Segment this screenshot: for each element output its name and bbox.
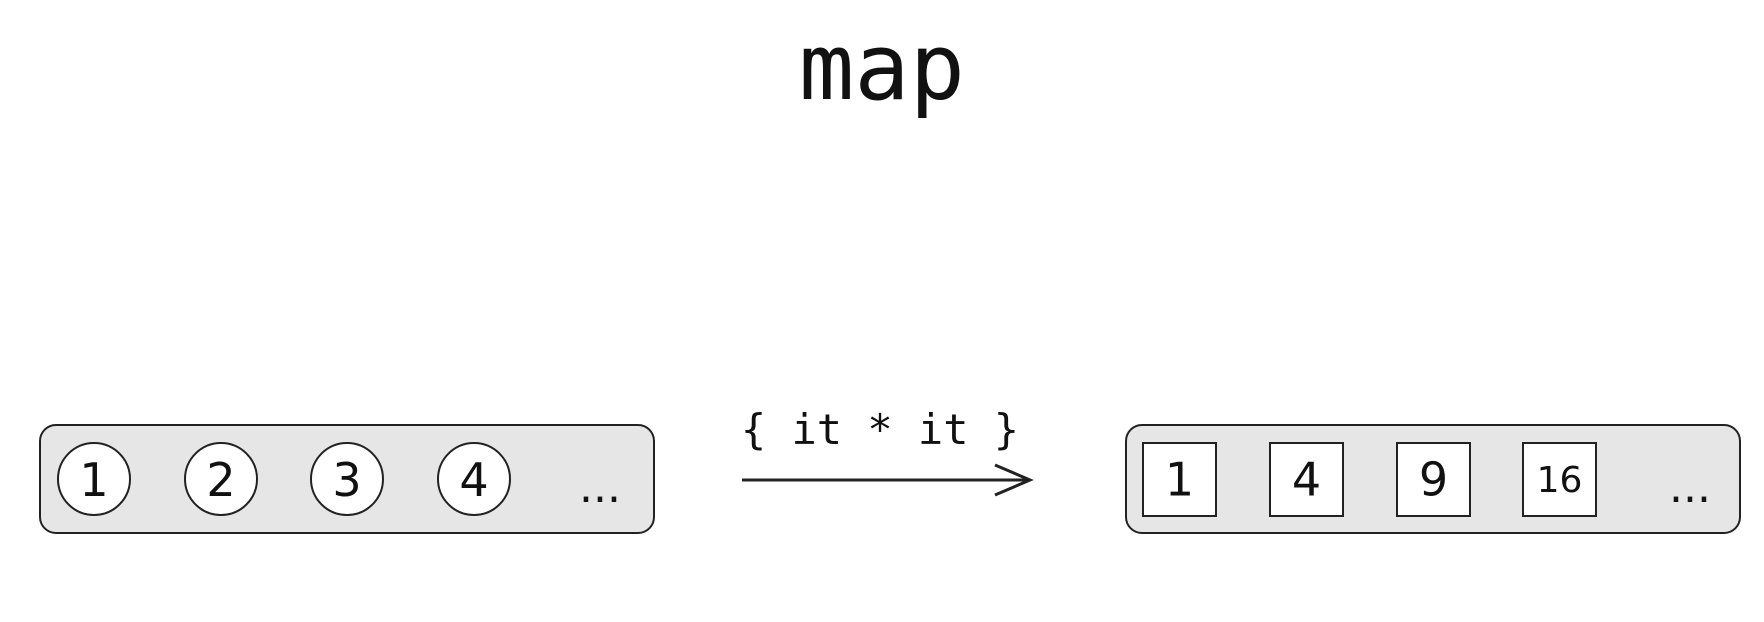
input-element: 4	[437, 442, 511, 516]
input-element-label: 3	[332, 453, 361, 507]
output-element-label: 4	[1292, 453, 1321, 507]
output-items: 1 4 9 16	[1142, 442, 1597, 517]
output-element-box	[1522, 442, 1597, 517]
output-ellipsis: ...	[1669, 462, 1711, 513]
output-element: 1	[1142, 442, 1217, 517]
input-element: 3	[310, 442, 384, 516]
input-element-circle	[57, 442, 131, 516]
output-element-box	[1396, 442, 1471, 517]
input-element-circle	[184, 442, 258, 516]
input-element: 2	[184, 442, 258, 516]
output-element: 9	[1396, 442, 1471, 517]
output-element: 4	[1269, 442, 1344, 517]
arrow	[742, 463, 1034, 497]
input-element-circle	[310, 442, 384, 516]
output-element-box	[1142, 442, 1217, 517]
input-items: 1 2 3 4	[57, 442, 511, 516]
output-element-label: 9	[1419, 453, 1448, 507]
arrow-head	[994, 463, 1034, 497]
output-element-label: 16	[1537, 460, 1583, 501]
output-element-label: 1	[1165, 453, 1194, 507]
output-element: 16	[1522, 442, 1597, 517]
input-ellipsis: ...	[579, 462, 621, 513]
diagram-title: map	[798, 14, 966, 121]
input-element-label: 1	[79, 453, 108, 507]
input-element: 1	[57, 442, 131, 516]
input-element-label: 4	[459, 453, 488, 507]
output-element-box	[1269, 442, 1344, 517]
lambda-label: { it * it }	[741, 405, 1019, 454]
input-element-circle	[437, 442, 511, 516]
input-element-label: 2	[206, 453, 235, 507]
